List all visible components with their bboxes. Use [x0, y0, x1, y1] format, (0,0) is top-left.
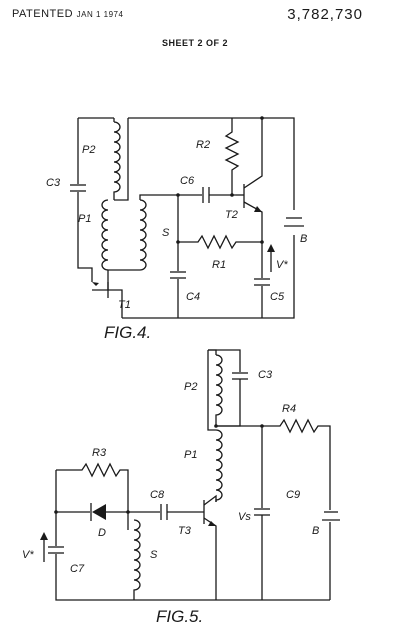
fig5-transistor-t3: [203, 494, 217, 600]
fig5-capacitor-c3: [232, 372, 248, 388]
fig5-label-d: D: [98, 527, 106, 539]
fig4-voltage-arrow: [267, 244, 275, 272]
fig4-label-c3: C3: [46, 177, 61, 189]
fig4-label-c5: C5: [270, 291, 285, 303]
fig4-left-rail: [77, 118, 93, 282]
fig4-label-v: V*: [276, 259, 288, 271]
fig4-s-coil: [139, 199, 147, 271]
fig4-t1-collector-wire: [107, 269, 140, 290]
fig5-label-v: V*: [22, 549, 34, 561]
patent-date-header: PATENTED JAN 1 1974: [12, 8, 123, 20]
fig5-label-c7: C7: [70, 563, 85, 575]
fig4-transistor-t1: [92, 282, 109, 298]
fig5-label-r4: R4: [282, 403, 296, 415]
fig5-label-b: B: [312, 525, 319, 537]
fig4-capacitor-c5: [254, 278, 270, 286]
fig4-transistor-t2: [236, 118, 263, 234]
fig4-resistor-r2: [224, 118, 240, 195]
fig4-label-r2: R2: [196, 139, 210, 151]
fig4-label-t2: T2: [225, 209, 238, 221]
fig5-capacitor-c9: [254, 508, 270, 516]
fig4-label-b: B: [300, 233, 307, 245]
fig5-resistor-r4: [262, 418, 331, 510]
fig4-bottom-wire: [122, 235, 295, 319]
fig5-schematic: [40, 349, 342, 601]
fig5-label-vs: Vs: [238, 511, 251, 523]
fig4-label-p2: P2: [82, 144, 95, 156]
fig5-caption: FIG.5.: [156, 607, 203, 626]
sheet-label: SHEET 2 OF 2: [162, 38, 229, 48]
fig4-s-top-wire: [139, 194, 178, 200]
fig5-label-s: S: [150, 549, 158, 561]
fig4-label-p1: P1: [78, 213, 91, 225]
fig4-label-s: S: [162, 227, 170, 239]
fig4-label-c6: C6: [180, 175, 195, 187]
fig5-diode-d: [56, 503, 128, 521]
fig5-p-top-wire: [208, 349, 241, 372]
fig5-capacitor-c8: [160, 504, 168, 520]
fig4-resistor-r1: [178, 234, 262, 250]
fig4-battery-b: [284, 214, 304, 232]
patented-label: PATENTED: [12, 8, 74, 20]
fig5-capacitor-c7: [48, 546, 64, 554]
fig5-s-coil: [133, 519, 141, 600]
fig4-p1-coil: [101, 199, 109, 271]
patent-date: JAN 1 1974: [76, 10, 124, 19]
patent-number: 3,782,730: [287, 6, 363, 23]
fig5-p-left-wire: [207, 350, 216, 431]
fig4-capacitor-c6: [202, 187, 210, 203]
fig4-label-r1: R1: [212, 259, 226, 271]
fig5-battery-b: [322, 510, 342, 526]
fig4-schematic: [70, 116, 304, 319]
fig4-capacitor-c4: [170, 271, 186, 279]
fig5-label-c9: C9: [286, 489, 300, 501]
fig4-capacitor-c3: [70, 184, 86, 192]
fig5-p1-coil: [215, 429, 223, 502]
fig5-label-p1: P1: [184, 449, 197, 461]
fig4-top-wire: [128, 117, 295, 210]
fig5-label-c3: C3: [258, 369, 273, 381]
fig4-label-c4: C4: [186, 291, 200, 303]
fig5-label-r3: R3: [92, 447, 107, 459]
fig4-center-vertical-wire: [114, 118, 129, 201]
fig4-p2-coil: [113, 121, 121, 200]
fig4-label-t1: T1: [118, 299, 131, 311]
fig5-label-c8: C8: [150, 489, 165, 501]
fig4-t1-base-wire: [92, 289, 123, 318]
fig5-label-t3: T3: [178, 525, 192, 537]
fig5-label-p2: P2: [184, 381, 197, 393]
fig5-voltage-arrow: [40, 532, 48, 562]
fig4-caption: FIG.4.: [104, 323, 151, 342]
fig5-resistor-r3: [56, 462, 129, 512]
fig5-p2-coil: [215, 354, 223, 426]
